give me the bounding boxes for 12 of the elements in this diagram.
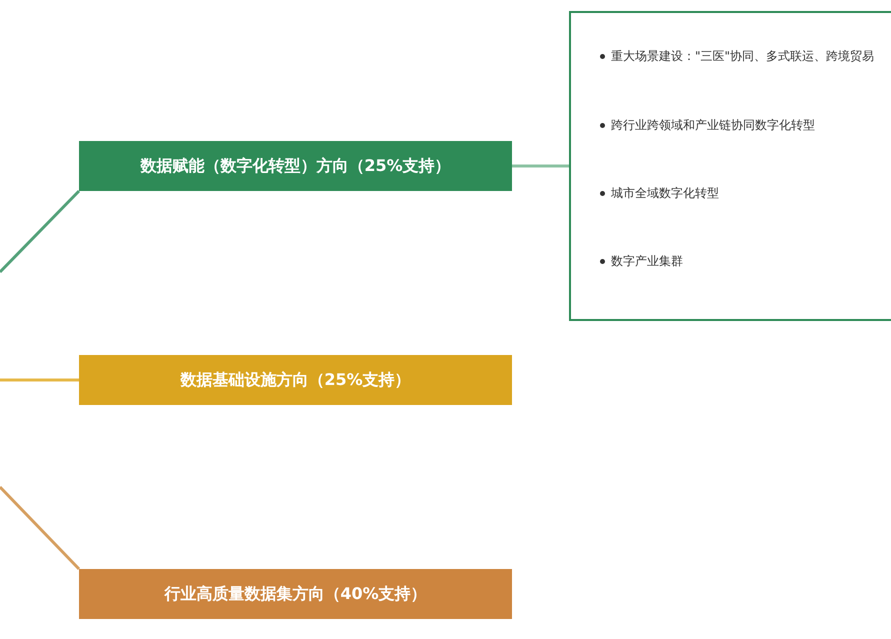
connector-line xyxy=(0,378,79,382)
connector-line xyxy=(0,190,80,274)
category-box: 行业高质量数据集方向（40%支持） xyxy=(79,569,512,619)
bullet-item: 重大场景建设："三医"协同、多式联运、跨境贸易 xyxy=(611,48,874,65)
category-box: 数据赋能（数字化转型）方向（25%支持） xyxy=(79,141,512,191)
bullet-item: 跨行业跨领域和产业链协同数字化转型 xyxy=(611,117,815,134)
list-panel xyxy=(569,11,891,321)
connector-line xyxy=(0,486,80,570)
bullet-item: 数字产业集群 xyxy=(611,253,683,270)
connector-line xyxy=(512,164,569,168)
category-box: 数据基础设施方向（25%支持） xyxy=(79,355,512,405)
bullet-item: 城市全域数字化转型 xyxy=(611,185,719,202)
